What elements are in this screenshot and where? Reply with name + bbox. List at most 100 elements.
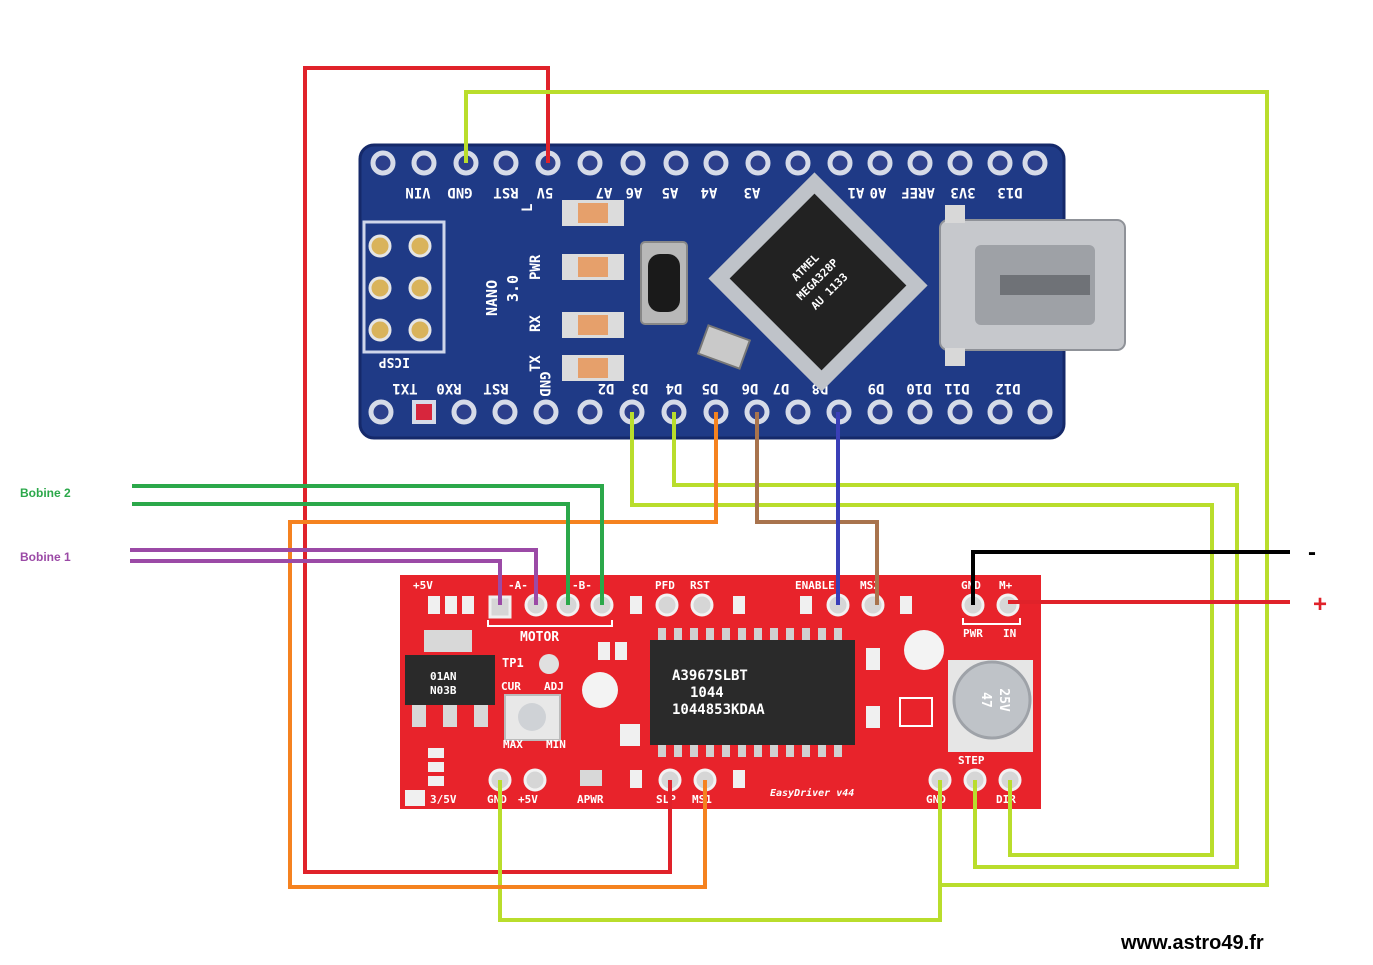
label-tp1: TP1 bbox=[502, 656, 524, 670]
wire-coil2-b bbox=[132, 502, 570, 605]
pin-label-d13: D13 bbox=[997, 184, 1022, 200]
easydriver-smd-parts bbox=[428, 596, 912, 788]
label-slp: SLP bbox=[656, 793, 676, 806]
label-adj: ADJ bbox=[544, 680, 564, 693]
label-3-5v: 3/5V bbox=[430, 793, 457, 806]
nano-model-label: NANO bbox=[483, 280, 501, 316]
driver-chip-line-2: 1044 bbox=[690, 685, 724, 701]
atmega328p-chip: ATMEL MEGA328P AU 1133 bbox=[708, 172, 928, 392]
diode-symbol bbox=[899, 697, 933, 727]
label-dir: DIR bbox=[996, 793, 1016, 806]
label-gnd-step: GND bbox=[926, 793, 946, 806]
crystal bbox=[696, 324, 752, 370]
nano-bottom-pin-row bbox=[368, 399, 1053, 425]
pin-label-a3: A3 bbox=[744, 184, 761, 200]
label-apwr: APWR bbox=[577, 793, 604, 806]
wire-gnd-bottom bbox=[498, 780, 942, 922]
nano-top-pin-row bbox=[370, 150, 1048, 176]
easydriver-name: EasyDriver v44 bbox=[770, 787, 854, 799]
pin-label-d12: D12 bbox=[995, 380, 1020, 396]
label-motor: MOTOR bbox=[520, 630, 559, 645]
cap-value: 47 bbox=[978, 692, 993, 708]
easydriver-board: +5V -A- -B- PFD RST ENABLE MS2 GND M+ MO… bbox=[400, 575, 1041, 809]
label-max: MAX bbox=[503, 738, 523, 751]
current-trimmer bbox=[504, 694, 561, 741]
icsp-label: ICSP bbox=[379, 354, 410, 369]
voltage-regulator: 01AN N03B bbox=[405, 630, 495, 727]
electrolytic-capacitor: 47 25V bbox=[948, 660, 1033, 752]
label-plus5v: +5V bbox=[413, 579, 433, 592]
wire-d3-dir bbox=[630, 412, 1214, 857]
label-coil-b: -B- bbox=[572, 579, 592, 592]
pin-label-vin: VIN bbox=[405, 184, 430, 200]
easydriver-top-labels: +5V -A- -B- PFD RST ENABLE MS2 GND M+ bbox=[413, 579, 1013, 592]
wire-d4-step bbox=[672, 412, 1239, 869]
pin-label-d3: D3 bbox=[632, 380, 649, 396]
watermark: www.astro49.fr bbox=[1120, 932, 1264, 954]
wire-coil2-a bbox=[132, 484, 604, 605]
led-label-rx: RX bbox=[528, 315, 544, 332]
pin-label-d11: D11 bbox=[944, 380, 969, 396]
wire-coil1-b bbox=[130, 559, 502, 605]
icsp-outline bbox=[362, 220, 446, 354]
label-ms2: MS2 bbox=[860, 579, 880, 592]
pin-label-a6: A6 bbox=[626, 184, 643, 200]
a3967-driver-chip: A3967SLBT 1044 1044853KDAA bbox=[650, 628, 855, 757]
pin-label-a5: A5 bbox=[662, 184, 679, 200]
pin-label-d10: D10 bbox=[906, 380, 931, 396]
label-ms1: MS1 bbox=[692, 793, 712, 806]
pin-label-d5: D5 bbox=[702, 380, 719, 396]
wire-d5-ms1 bbox=[288, 412, 718, 889]
nano-leds: L PWR RX TX bbox=[520, 200, 624, 381]
pin-label-aref: AREF bbox=[901, 184, 935, 200]
pin-label-d2: D2 bbox=[598, 380, 615, 396]
pin-label-d6: D6 bbox=[742, 380, 759, 396]
motor-bracket bbox=[487, 620, 613, 627]
easydriver-bottom-labels: 3/5V GND +5V APWR SLP MS1 GND STEP DIR E… bbox=[430, 754, 1016, 806]
label-enable: ENABLE bbox=[795, 579, 835, 592]
label-pwr: PWR bbox=[963, 627, 983, 640]
pin-label-d4: D4 bbox=[666, 380, 683, 396]
pin-label-rst: RST bbox=[493, 184, 518, 200]
power-plus-label: + bbox=[1313, 591, 1327, 618]
label-pfd: PFD bbox=[655, 579, 675, 592]
driver-chip-line-1: A3967SLBT bbox=[672, 668, 748, 684]
label-gnd-bottom: GND bbox=[487, 793, 507, 806]
pin-label-a1: A1 bbox=[848, 184, 865, 200]
pin-label-tx1: TX1 bbox=[392, 380, 417, 396]
pin-label-d7: D7 bbox=[773, 380, 790, 396]
wire-power-minus bbox=[971, 550, 1290, 605]
wire-coil1-a bbox=[130, 548, 538, 605]
pin-label-a7: A7 bbox=[596, 184, 613, 200]
regulator-line-1: 01AN bbox=[430, 670, 457, 683]
pin-label-gnd: GND bbox=[447, 184, 472, 200]
pin-label-rx0: RX0 bbox=[436, 380, 461, 396]
power-minus-label: - bbox=[1308, 539, 1316, 566]
label-step: STEP bbox=[958, 754, 985, 767]
nano-bottom-pin-labels: D12 D11 D10 D9 D8 D7 D6 D5 D4 D3 D2 GND … bbox=[392, 371, 1020, 396]
driver-chip-line-3: 1044853KDAA bbox=[672, 702, 765, 718]
arduino-nano-board: ICSP bbox=[358, 143, 1126, 440]
label-coil-a: -A- bbox=[508, 579, 528, 592]
pin-label-3v3: 3V3 bbox=[950, 184, 975, 200]
wire-gnd-green bbox=[464, 90, 1269, 887]
led-label-pwr: PWR bbox=[528, 254, 544, 280]
mount-hole-right bbox=[904, 630, 944, 670]
mount-hole-left bbox=[582, 672, 618, 708]
reset-button bbox=[640, 241, 688, 325]
pin-label-5v: 5V bbox=[536, 184, 553, 200]
led-label-l: L bbox=[520, 204, 536, 212]
label-plus5v-bottom: +5V bbox=[518, 793, 538, 806]
pwr-bracket bbox=[962, 618, 1021, 625]
wire-d7-ms2 bbox=[755, 412, 879, 605]
usb-mini-connector bbox=[939, 205, 1126, 366]
label-min: MIN bbox=[546, 738, 566, 751]
nano-top-pin-labels: D13 3V3 AREF A0 A1 A2 A3 A4 A5 A6 A7 5V … bbox=[405, 184, 1022, 200]
coil2-label: Bobine 2 bbox=[20, 486, 71, 500]
label-m-plus: M+ bbox=[999, 579, 1013, 592]
pin-label-gnd-bottom: GND bbox=[536, 371, 552, 396]
coil1-label: Bobine 1 bbox=[20, 550, 71, 564]
regulator-line-2: N03B bbox=[430, 684, 457, 697]
nano-version-label: 3.0 bbox=[504, 275, 522, 302]
